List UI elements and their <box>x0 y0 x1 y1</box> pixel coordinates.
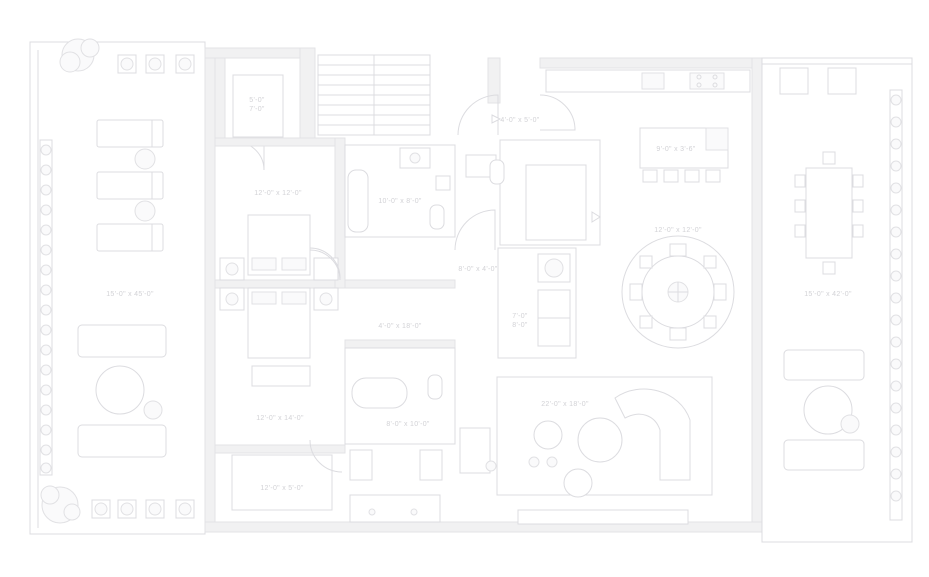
closet: 5'-0"7'-0" <box>232 74 284 171</box>
bathtub-icon <box>351 377 408 409</box>
room-label-corridor: 4'-0" x 18'-0" <box>378 323 422 330</box>
dining: 12'-0" x 12'-0" <box>621 227 735 349</box>
room-label-kitchen-island: 9'-0" x 3'-6" <box>656 146 695 153</box>
kitchen: 9'-0" x 3'-6" <box>545 69 751 183</box>
bedroom-2: 12'-0" x 14'-0" <box>214 287 346 473</box>
bath-2: 8'-0" x 10'-0" <box>344 347 456 523</box>
toilet-icon <box>427 374 443 400</box>
laundry: 7'-0"8'-0" <box>497 247 577 359</box>
terrace-east: 15'-0" x 42'-0" <box>761 57 913 543</box>
entry: 4'-0" x 5'-0" <box>457 94 576 136</box>
lamp-icon <box>225 262 239 276</box>
sectional-sofa <box>614 388 691 481</box>
bedroom-1: 12'-0" x 12'-0" <box>214 137 346 289</box>
living-rug <box>496 376 713 496</box>
room-label-bath-1: 10'-0" x 8'-0" <box>378 198 422 205</box>
hall: 8'-0" x 4'-0" <box>454 139 601 273</box>
sink-icon <box>349 449 373 481</box>
room-label-laundry: 7'-0"8'-0" <box>512 313 528 329</box>
lounge-chairs <box>96 119 164 252</box>
bookshelf <box>459 427 491 474</box>
lamp-icon <box>319 292 333 306</box>
room-label-bedroom-1: 12'-0" x 12'-0" <box>254 190 302 197</box>
dryer-icon <box>537 289 571 319</box>
lamp-icon <box>225 292 239 306</box>
bathtub-icon <box>347 169 369 233</box>
sink-icon <box>641 72 665 90</box>
room-label-hall: 8'-0" x 4'-0" <box>458 266 497 273</box>
media-console <box>517 509 689 525</box>
elevator-icon <box>525 164 587 241</box>
shower-icon <box>349 494 441 523</box>
room-label-closet-2: 12'-0" x 5'-0" <box>260 485 304 492</box>
room-label-bath-2: 8'-0" x 10'-0" <box>386 421 430 428</box>
armchair <box>533 420 563 450</box>
room-label-living: 22'-0" x 18'-0" <box>541 401 589 408</box>
grill-icon <box>779 67 809 95</box>
toilet-icon <box>489 159 505 185</box>
plant-icon <box>40 144 52 474</box>
bench-icon <box>251 365 311 387</box>
room-label-entry: 4'-0" x 5'-0" <box>500 117 539 124</box>
living: 22'-0" x 18'-0" <box>459 376 713 525</box>
stair-icon <box>317 54 431 136</box>
room-label-bedroom-2: 12'-0" x 14'-0" <box>256 415 304 422</box>
room-label-closet: 5'-0"7'-0" <box>249 97 265 113</box>
room-label-dining: 12'-0" x 12'-0" <box>654 227 702 234</box>
armchair <box>563 468 593 498</box>
plant-icon <box>890 94 902 502</box>
sink-icon <box>419 449 443 481</box>
outdoor-sofas <box>783 349 865 381</box>
coffee-table <box>577 417 623 463</box>
planter-pots <box>91 54 195 519</box>
cooktop-icon <box>689 72 725 90</box>
toilet-icon <box>429 204 445 230</box>
dining-rug <box>621 235 735 349</box>
outdoor-dining-table <box>805 167 853 259</box>
closet-2: 12'-0" x 5'-0" <box>231 454 333 511</box>
terrace-west: 15'-0" x 45'-0" <box>29 38 206 535</box>
outdoor-sofas <box>77 324 167 458</box>
corridor: 4'-0" x 18'-0" <box>344 279 456 349</box>
room-label-terrace-east: 15'-0" x 42'-0" <box>804 291 852 298</box>
bath-1: 10'-0" x 8'-0" <box>309 144 456 279</box>
room-label-terrace-west: 15'-0" x 45'-0" <box>106 291 154 298</box>
tree-icon <box>40 38 100 524</box>
